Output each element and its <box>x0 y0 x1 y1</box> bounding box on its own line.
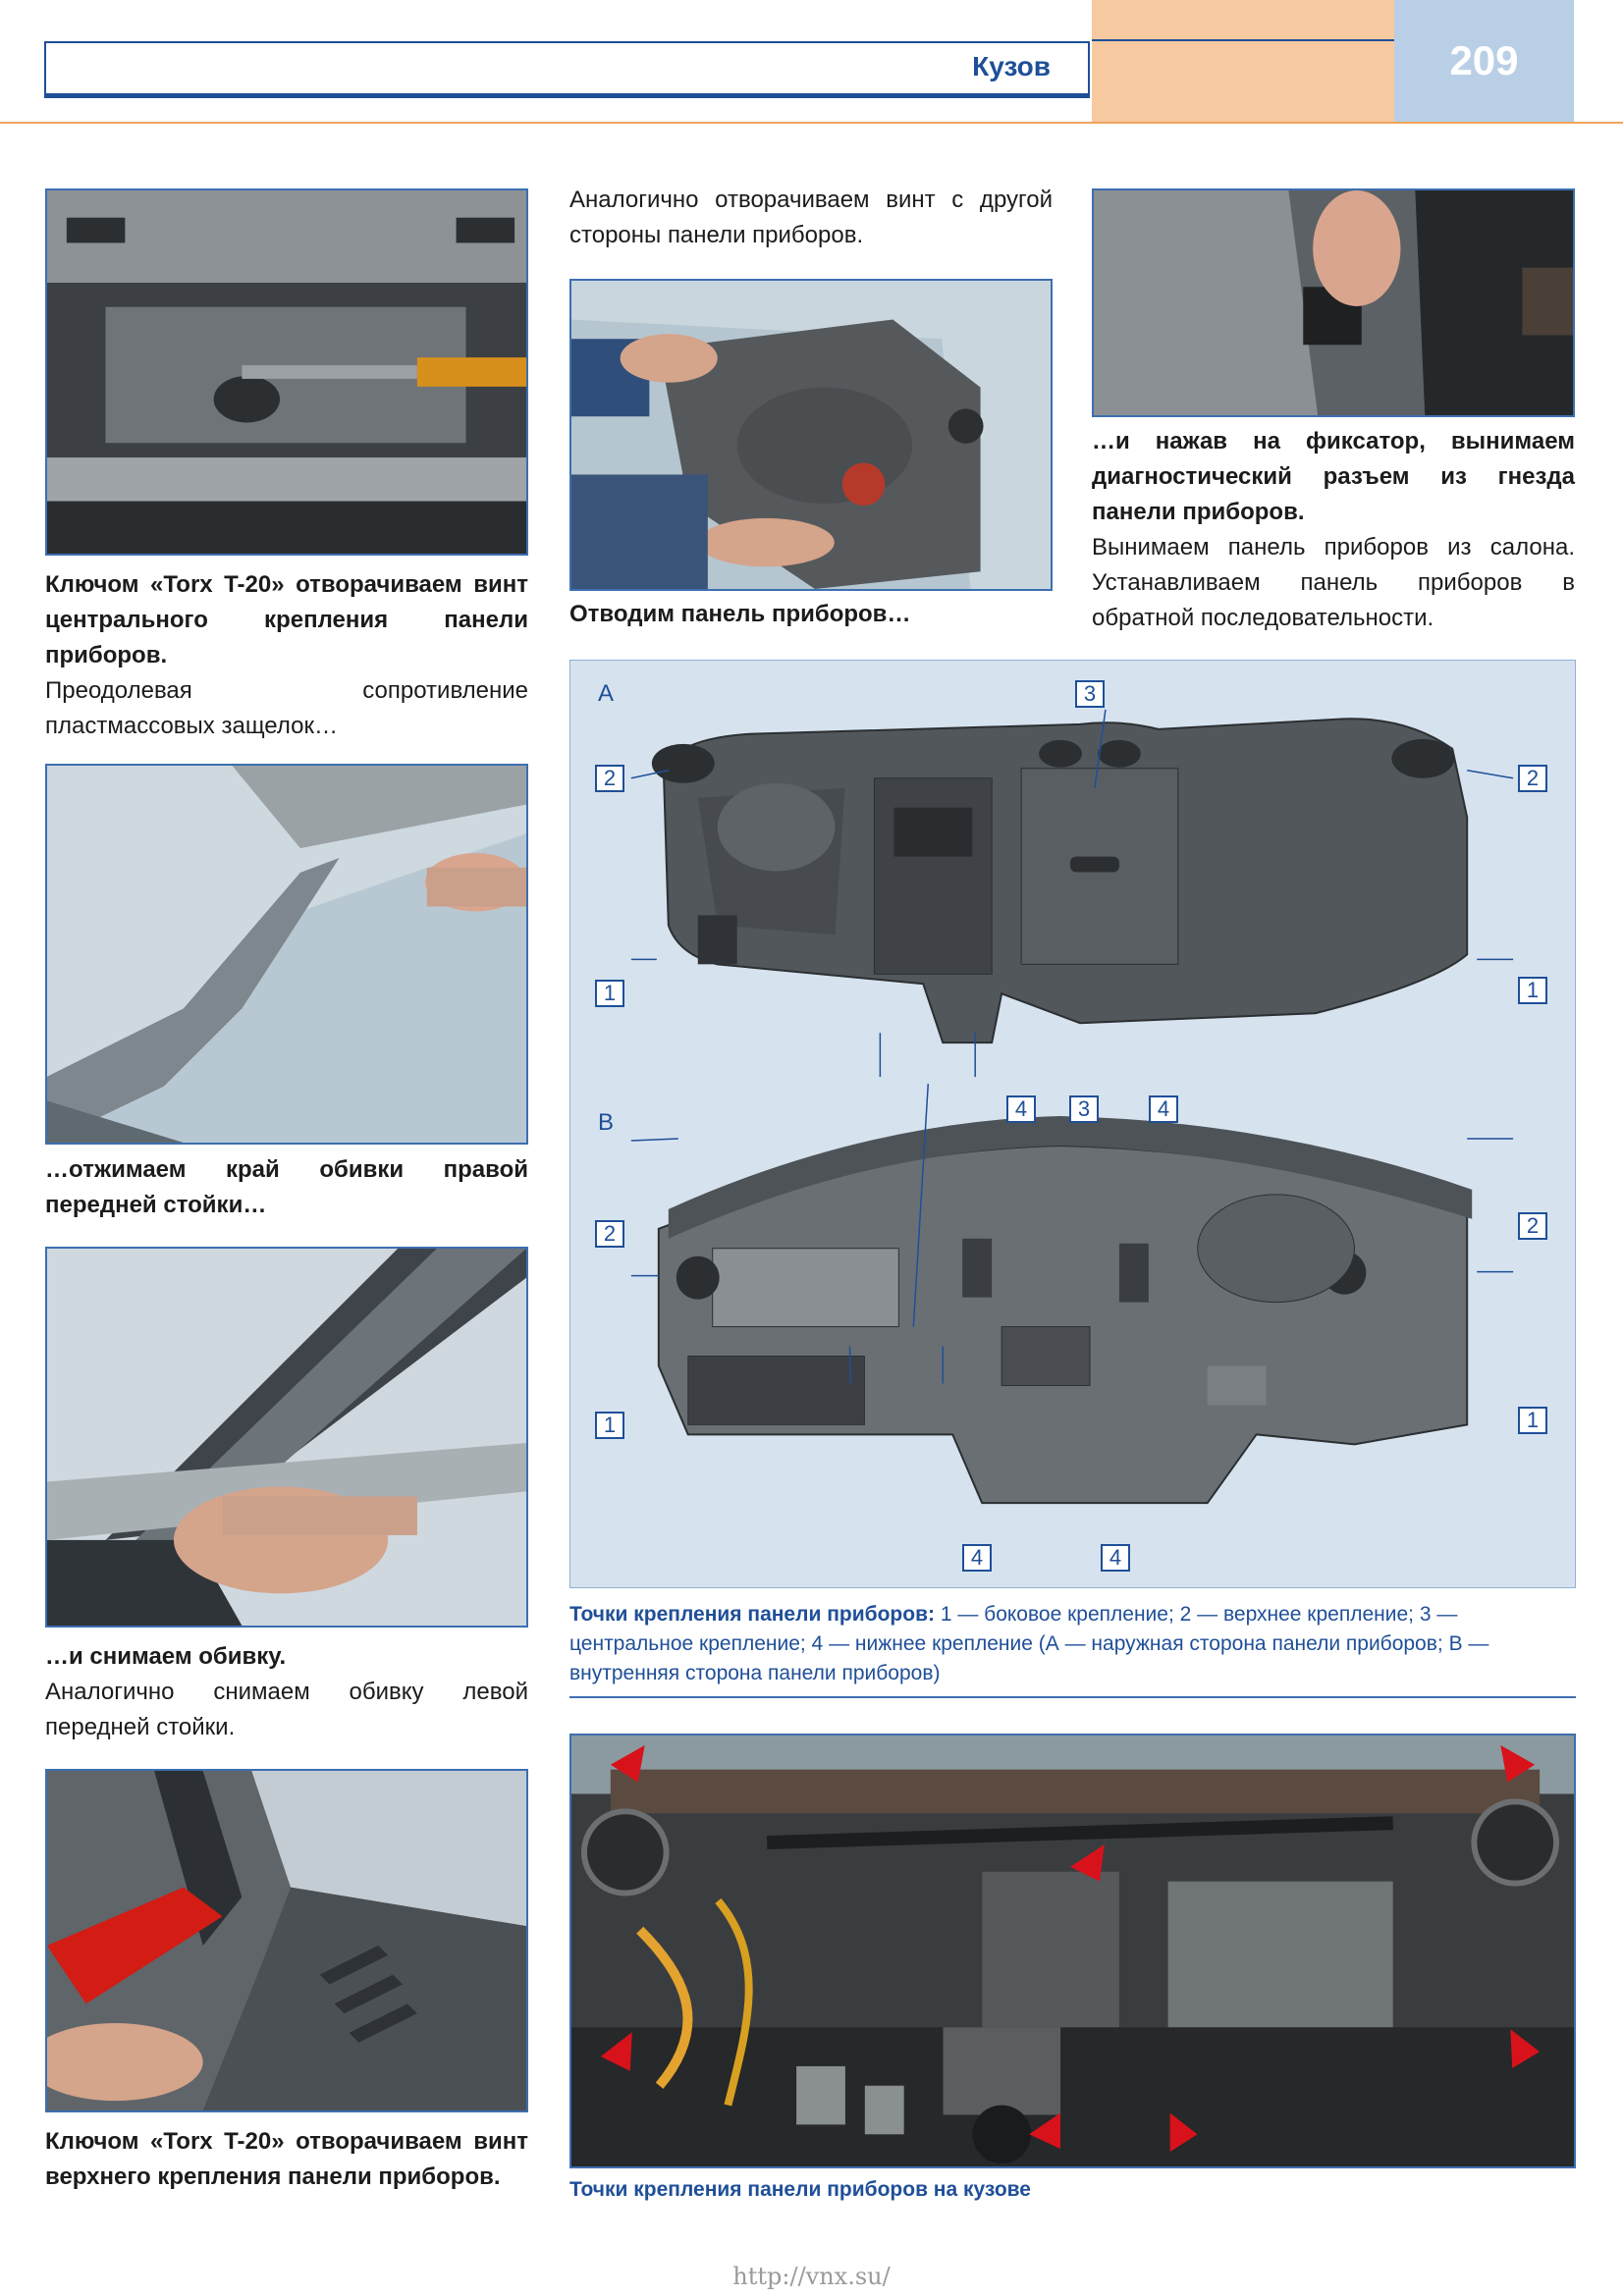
marker-left-low <box>600 2032 632 2071</box>
marker-top-left <box>610 1744 645 1783</box>
section-title: Кузов <box>972 51 1051 81</box>
body-photo-caption: Точки крепления панели приборов на кузов… <box>569 2178 1031 2201</box>
caption-remove-trim: …и снимаем обивку. Аналогично снимаем об… <box>45 1639 528 1745</box>
marker-bottom-left <box>1029 2112 1061 2150</box>
callout-2-a-right: 2 <box>1518 765 1547 792</box>
callout-4-b-left: 4 <box>962 1544 992 1572</box>
marker-center <box>1070 1843 1105 1882</box>
caption-remove-trim-text: Аналогично снимаем обивку левой передней… <box>45 1679 528 1740</box>
header-divider <box>0 122 1623 124</box>
caption-right-pillar: …отжимаем край обивки правой передней ст… <box>45 1156 528 1218</box>
marker-right-low <box>1510 2029 1541 2068</box>
photo-pull-panel <box>569 279 1053 591</box>
caption-remove-trim-bold: …и снимаем обивку. <box>45 1643 287 1670</box>
caption-diagnostic-connector-bold: …и нажав на фиксатор, вынимаем диагности… <box>1092 428 1575 525</box>
photo-diagnostic-connector <box>1092 188 1575 417</box>
dashboard-inner-view <box>657 1116 1473 1505</box>
caption-central-screw-text: Преодолевая сопротивление пластмассовых … <box>45 677 528 739</box>
view-label-a: A <box>598 680 615 707</box>
callout-4-a-right: 4 <box>1149 1095 1178 1123</box>
mounting-point-markers <box>600 1744 1541 2153</box>
diagram-caption: Точки крепления панели приборов: 1 — бок… <box>569 1600 1576 1688</box>
callout-3-a: 3 <box>1075 680 1105 708</box>
header-blue-block <box>1394 0 1574 122</box>
callout-4-a-left: 4 <box>1006 1095 1036 1123</box>
callout-1-b-left: 1 <box>595 1412 624 1439</box>
caption-diagnostic-connector: …и нажав на фиксатор, вынимаем диагности… <box>1092 424 1575 636</box>
panel-mounting-diagram: A B 2 2 3 1 1 4 3 4 2 2 1 1 4 4 <box>569 660 1576 1588</box>
callout-2-a-left: 2 <box>595 765 624 792</box>
callout-1-a-right: 1 <box>1518 977 1547 1004</box>
photo-central-screw <box>45 188 528 556</box>
photo-right-pillar <box>45 764 528 1145</box>
caption-diagnostic-connector-text: Вынимаем панель приборов из салона. Уста… <box>1092 534 1575 631</box>
callout-2-b-right: 2 <box>1518 1212 1547 1240</box>
dashboard-outer-view <box>651 718 1469 1044</box>
header-orange-block <box>1092 0 1394 122</box>
diagram-caption-title: Точки крепления панели приборов: <box>569 1603 935 1626</box>
callout-3-b: 3 <box>1069 1095 1099 1123</box>
photo-body-mounting-points <box>569 1734 1576 2168</box>
caption-central-screw-bold: Ключом «Torx T-20» отворачиваем винт цен… <box>45 571 528 668</box>
header-frame <box>44 41 1090 98</box>
caption-pull-panel: Отводим панель приборов… <box>569 601 911 627</box>
diagram-drawing <box>630 709 1514 1505</box>
page-number: 209 <box>1449 37 1519 83</box>
leader-lines <box>630 709 1514 1384</box>
diagram-caption-text: 1 — боковое крепление; 2 — верхнее крепл… <box>569 1603 1489 1684</box>
view-label-b: B <box>598 1109 615 1136</box>
photo-upper-screw <box>45 1769 528 2112</box>
marker-top-right <box>1500 1744 1536 1783</box>
header-top-rule <box>1092 39 1394 41</box>
callout-1-b-right: 1 <box>1518 1407 1547 1434</box>
caption-central-screw: Ключом «Torx T-20» отворачиваем винт цен… <box>45 567 528 744</box>
footer-url[interactable]: http://vnx.su/ <box>732 2263 891 2290</box>
caption-other-side: Аналогично отворачиваем винт с другой ст… <box>569 187 1053 248</box>
caption-upper-screw: Ключом «Torx T-20» отворачиваем винт вер… <box>45 2128 528 2190</box>
callout-2-b-left: 2 <box>595 1220 624 1248</box>
section-divider <box>569 1696 1576 1698</box>
callout-4-b-right: 4 <box>1101 1544 1130 1572</box>
photo-remove-trim <box>45 1247 528 1628</box>
marker-bottom-right <box>1169 2112 1198 2153</box>
callout-1-a-left: 1 <box>595 980 624 1007</box>
